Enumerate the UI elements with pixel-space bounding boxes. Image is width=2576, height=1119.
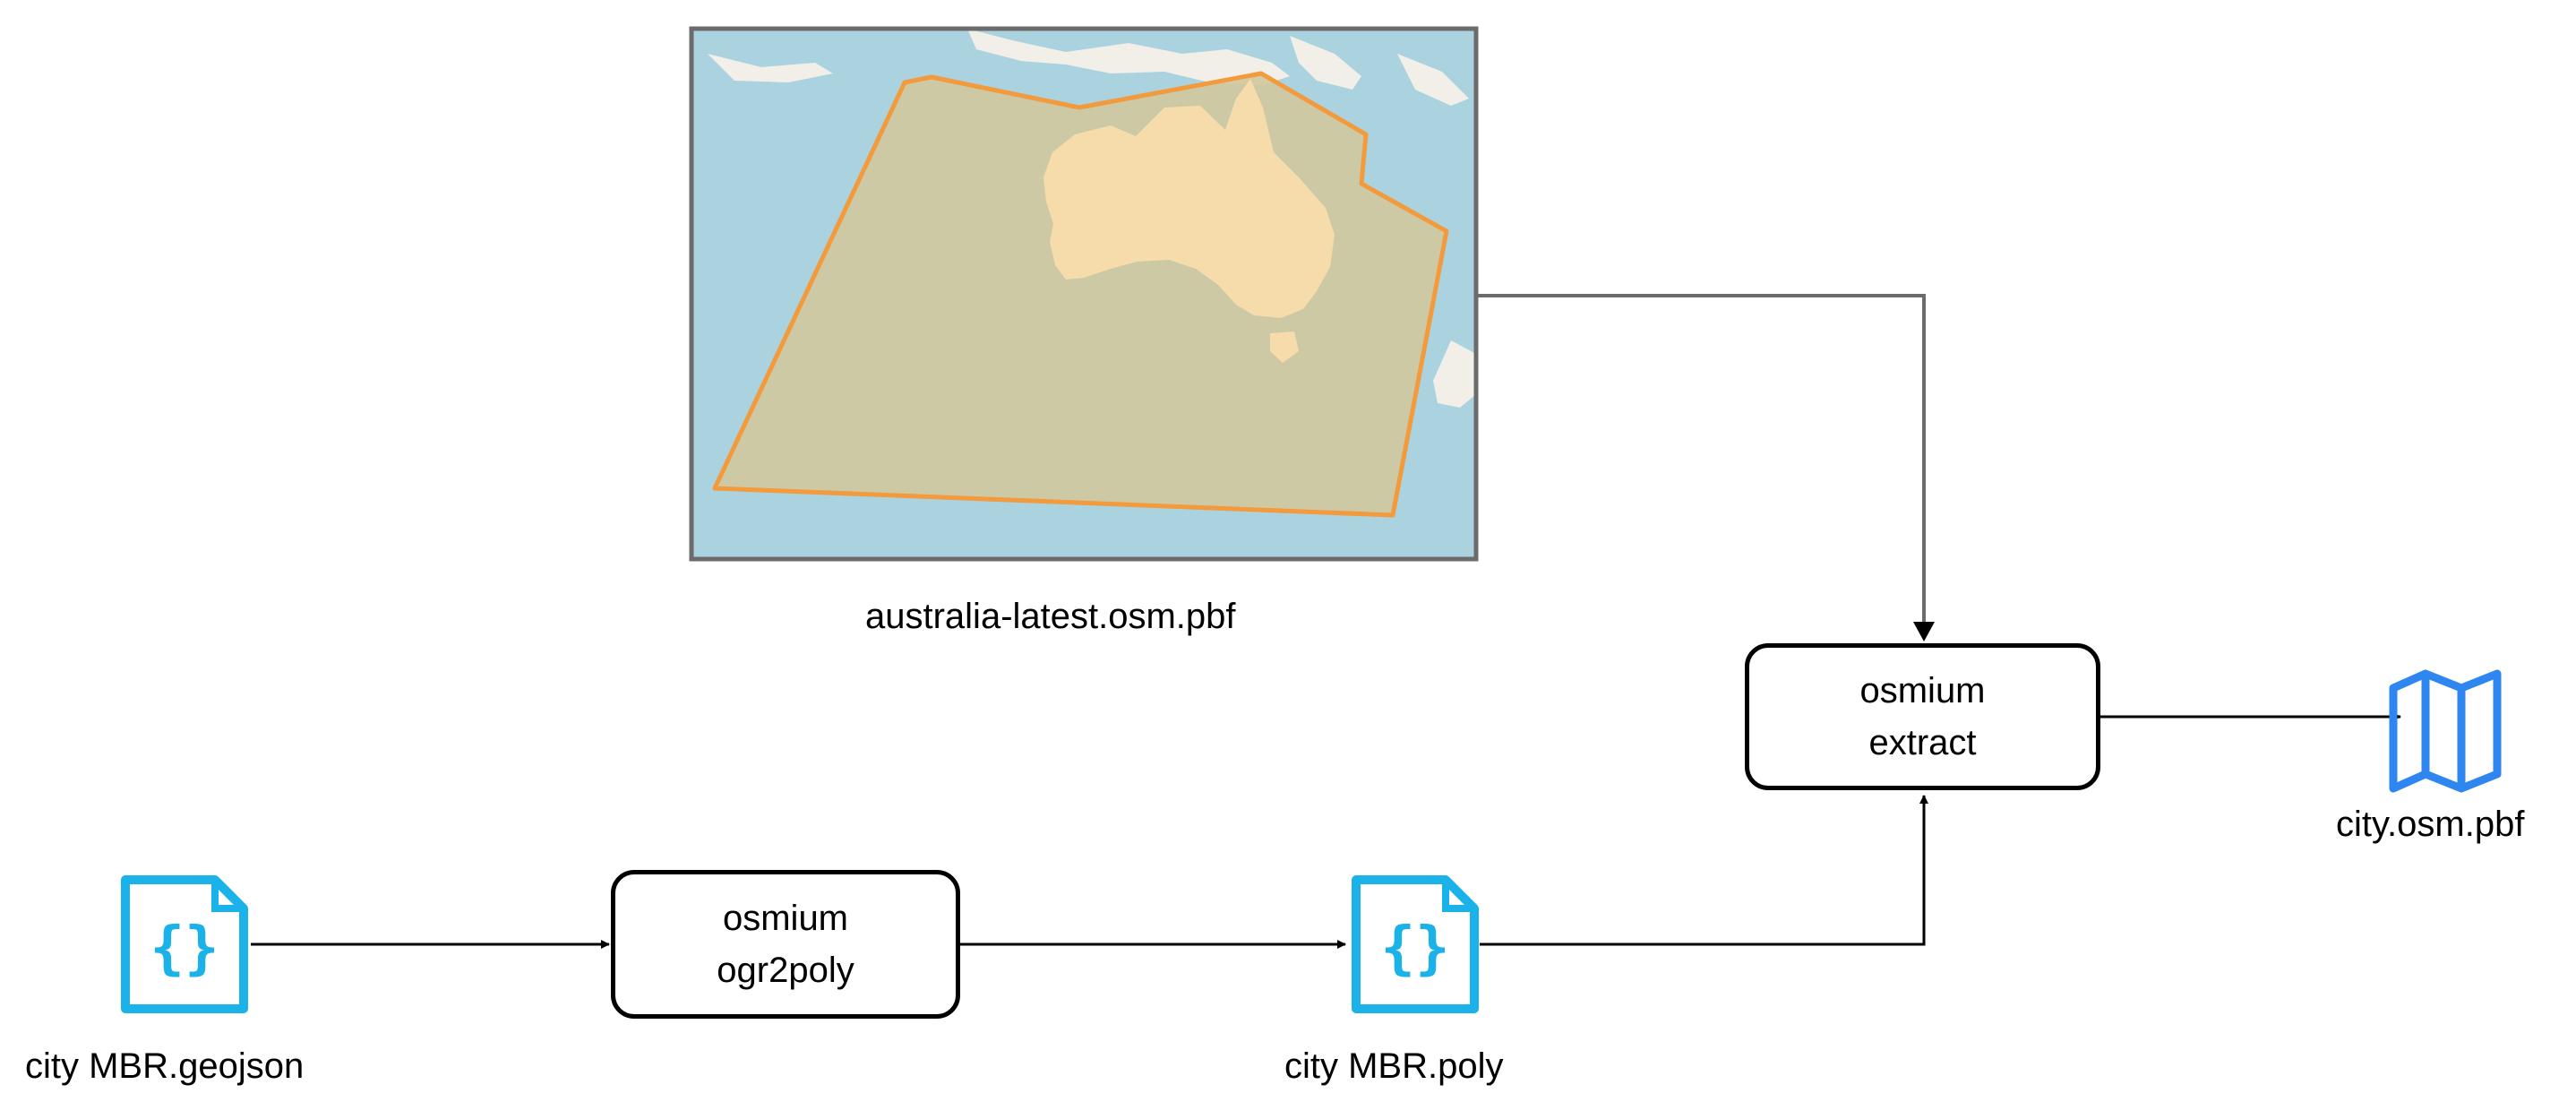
node-label-line1: osmium (722, 899, 849, 938)
edges (251, 294, 2401, 949)
island-shape (1397, 54, 1469, 106)
island-shape (967, 29, 1290, 85)
node-label-line1: osmium (1859, 671, 1986, 710)
node-label-line2: extract (1868, 723, 1977, 762)
osmium-ogr2poly-node[interactable]: osmium ogr2poly (611, 870, 960, 1019)
svg-text:{}: {} (150, 916, 219, 982)
australia-landmass (1043, 79, 1335, 318)
node-label-line2: ogr2poly (717, 951, 854, 990)
map-caption: australia-latest.osm.pbf (865, 597, 1236, 636)
edge-map-to-extract (1478, 294, 1926, 636)
edge-poly-to-extract (1480, 795, 1928, 946)
island-shape (708, 54, 833, 82)
map-icon (2389, 669, 2502, 793)
json-file-icon: {} (1352, 875, 1479, 1013)
poly-file-label: city MBR.poly (1284, 1046, 1504, 1086)
osmium-extract-node[interactable]: osmium extract (1745, 643, 2100, 790)
island-shape (1290, 36, 1361, 90)
svg-text:{}: {} (1380, 916, 1449, 982)
tasmania-shape (1270, 331, 1299, 363)
edge-map-to-extract-arrowhead (1913, 622, 1935, 641)
output-file-label: city.osm.pbf (2336, 805, 2525, 844)
geojson-file-label: city MBR.geojson (25, 1046, 305, 1086)
json-file-icon: {} (121, 875, 248, 1013)
australia-map-thumbnail (689, 26, 1479, 562)
new-zealand-shape (1433, 340, 1476, 408)
